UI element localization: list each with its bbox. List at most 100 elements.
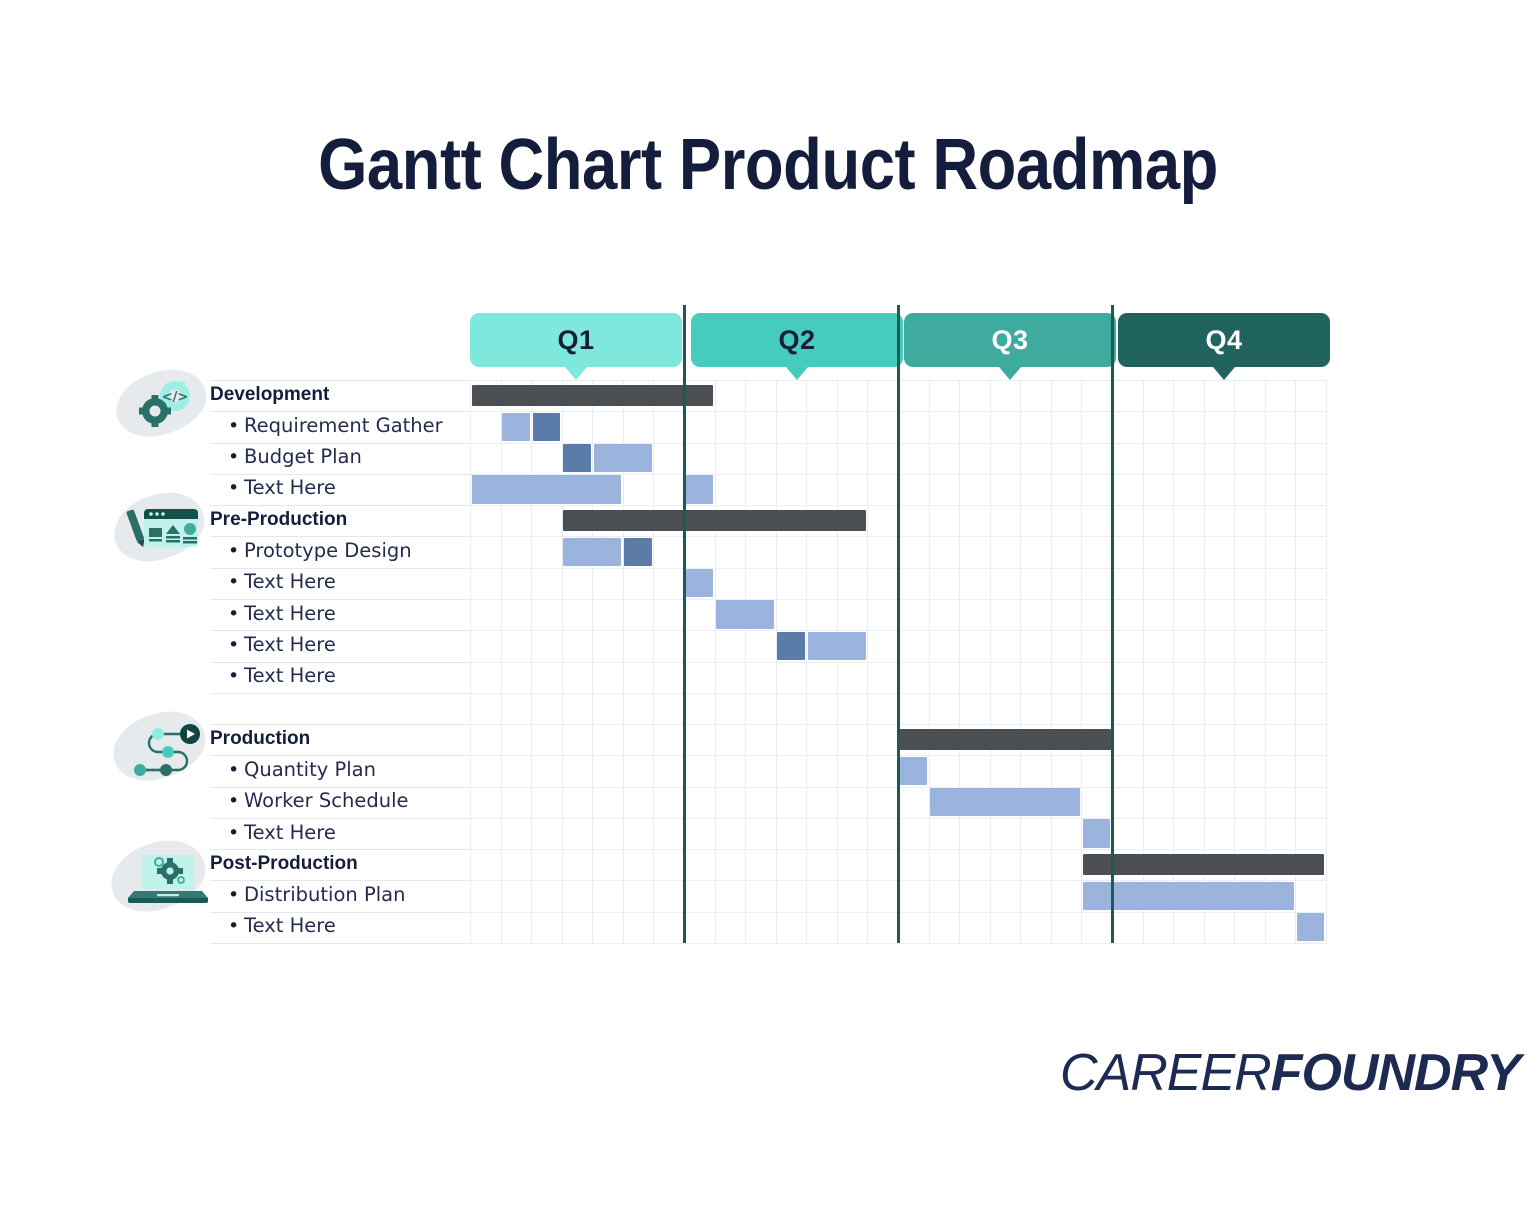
gantt-group-bar[interactable] <box>899 729 1111 751</box>
row-separator <box>210 661 470 663</box>
bullet-icon: • <box>228 665 240 688</box>
quarter-divider-line <box>896 305 900 943</box>
bullet-icon: • <box>228 758 240 781</box>
task-label: •Text Here <box>228 818 336 848</box>
task-label: •Quantity Plan <box>228 755 376 785</box>
gantt-task-bar[interactable] <box>532 412 561 442</box>
row-separator <box>210 849 470 851</box>
quarter-header-row: Q1 Q2 Q3 Q4 <box>470 305 1342 380</box>
task-label: •Text Here <box>228 911 336 941</box>
task-label: •Text Here <box>228 599 336 629</box>
gantt-task-bar[interactable] <box>1082 881 1294 911</box>
row-separator <box>210 567 470 569</box>
row-label-text: Text Here <box>244 601 336 625</box>
row-label-text: Text Here <box>244 632 336 656</box>
gantt-task-bar[interactable] <box>563 537 622 567</box>
laptop-gear-icon <box>124 851 210 907</box>
quarter-tab-q4[interactable]: Q4 <box>1118 313 1330 380</box>
bullet-icon: • <box>228 633 240 656</box>
gantt-group-bar[interactable] <box>471 385 714 407</box>
row-label-text: Budget Plan <box>244 445 362 469</box>
bullet-icon: • <box>228 414 240 437</box>
gantt-task-bar[interactable] <box>807 631 866 660</box>
quarter-divider-line <box>1110 305 1114 943</box>
bullet-icon: • <box>228 790 240 813</box>
quarter-pointer-icon <box>999 367 1021 380</box>
gantt-grid <box>470 305 1327 944</box>
quarter-tab-label: Q4 <box>1205 324 1243 355</box>
gantt-task-bar[interactable] <box>1296 913 1325 942</box>
bullet-icon: • <box>228 915 240 938</box>
row-label-text: Text Here <box>244 570 336 594</box>
quarter-tab-q3[interactable]: Q3 <box>904 313 1116 380</box>
task-label: •Distribution Plan <box>228 880 405 910</box>
quarter-tab-q2[interactable]: Q2 <box>691 313 903 380</box>
gantt-task-bar[interactable] <box>930 788 1080 817</box>
bullet-icon: • <box>228 602 240 625</box>
gantt-group-bar[interactable] <box>1082 854 1325 876</box>
quarter-tab-label: Q2 <box>778 324 816 355</box>
quarter-tab-label: Q1 <box>557 324 595 355</box>
row-separator <box>210 473 470 475</box>
task-label: •Text Here <box>228 473 336 503</box>
row-separator <box>210 442 470 444</box>
task-label: •Budget Plan <box>228 442 362 472</box>
row-separator <box>210 911 470 913</box>
wireframe-pen-icon <box>122 503 202 557</box>
quarter-pointer-icon <box>786 367 808 380</box>
grid-line-vertical <box>1326 380 1327 943</box>
gantt-chart: Q1 Q2 Q3 Q4 </> <box>102 305 1342 955</box>
row-label-text: Text Here <box>244 820 336 844</box>
row-separator <box>210 724 470 726</box>
row-label-text: Distribution Plan <box>244 883 406 907</box>
bullet-icon: • <box>228 821 240 844</box>
quarter-pointer-icon <box>1213 367 1235 380</box>
task-label: •Worker Schedule <box>228 786 409 816</box>
gantt-task-bar[interactable] <box>685 569 714 598</box>
gantt-task-bar[interactable] <box>716 600 775 629</box>
grid-line-horizontal <box>470 943 1326 944</box>
gantt-task-bar[interactable] <box>563 444 591 473</box>
task-label: •Text Here <box>228 661 336 691</box>
row-separator <box>210 880 470 882</box>
row-label-text: Text Here <box>244 914 336 938</box>
row-label-column: </> Development•Requirement Gather•B <box>102 359 470 944</box>
row-label-text: Quantity Plan <box>244 757 376 781</box>
group-label: Production <box>210 727 311 749</box>
svg-text:</>: </> <box>162 390 189 405</box>
gears-code-icon: </> <box>130 376 198 432</box>
bullet-icon: • <box>228 884 240 907</box>
task-label: •Prototype Design <box>228 536 412 566</box>
bullet-icon: • <box>228 571 240 594</box>
gantt-task-bar[interactable] <box>624 537 652 567</box>
careerfoundry-logo: CAREERFOUNDRY <box>1060 1043 1521 1105</box>
gantt-task-bar[interactable] <box>777 631 805 660</box>
row-separator <box>210 755 470 757</box>
bullet-icon: • <box>228 477 240 500</box>
row-separator <box>210 817 470 819</box>
gantt-task-bar[interactable] <box>502 412 530 442</box>
group-label: Post-Production <box>210 852 358 874</box>
row-separator <box>210 692 470 694</box>
gantt-task-bar[interactable] <box>1082 819 1111 848</box>
gantt-group-bar[interactable] <box>563 510 866 532</box>
task-label: •Requirement Gather <box>228 411 443 441</box>
row-separator <box>210 536 470 538</box>
row-label-text: Text Here <box>244 476 336 500</box>
row-separator <box>210 943 470 944</box>
row-separator <box>210 411 470 413</box>
row-separator <box>210 786 470 788</box>
row-label-text: Worker Schedule <box>244 789 409 813</box>
row-separator <box>210 630 470 632</box>
gantt-task-bar[interactable] <box>899 756 928 786</box>
gantt-task-bar[interactable] <box>593 444 652 473</box>
row-separator <box>210 505 470 507</box>
row-separator <box>210 598 470 600</box>
logo-text-career: CAREER <box>1060 1044 1272 1102</box>
gantt-task-bar[interactable] <box>471 475 622 504</box>
flow-play-icon <box>122 724 204 778</box>
quarter-tab-q1[interactable]: Q1 <box>470 313 682 380</box>
gantt-task-bar[interactable] <box>685 475 714 504</box>
group-label: Development <box>210 383 330 405</box>
row-label-text: Requirement Gather <box>244 413 443 437</box>
